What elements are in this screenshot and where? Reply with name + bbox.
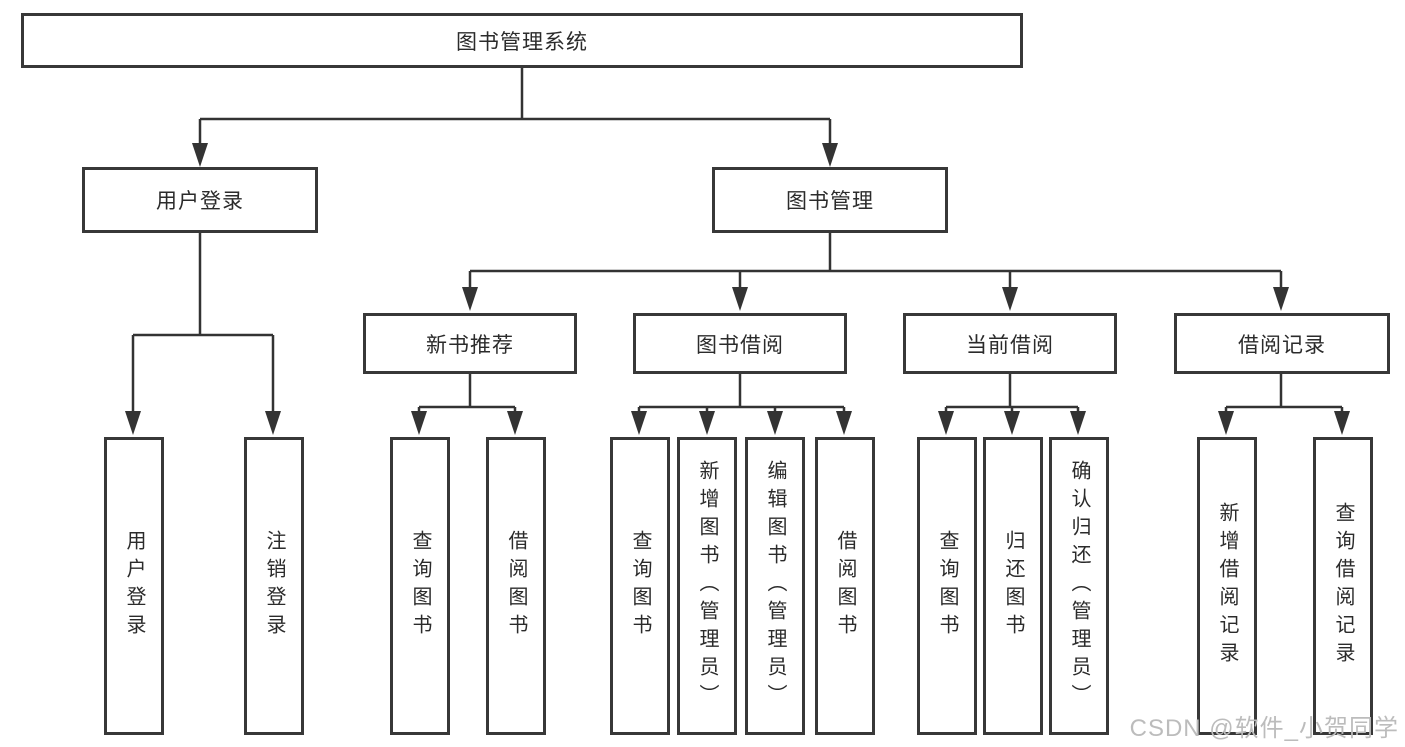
node-current-borrow: 当前借阅 [903, 313, 1117, 374]
leaf-query-books-3-label: 查询图书 [936, 530, 958, 642]
node-user-login: 用户登录 [82, 167, 318, 233]
arrow-icon [507, 411, 523, 435]
leaf-borrow-books-1: 借阅图书 [486, 437, 546, 735]
connector-current-borrow-branch [944, 374, 1080, 413]
node-book-borrow: 图书借阅 [633, 313, 847, 374]
node-new-book-recommend: 新书推荐 [363, 313, 577, 374]
arrow-icon [1334, 411, 1350, 435]
leaf-query-books-1-label: 查询图书 [409, 530, 431, 642]
leaf-confirm-return-admin: 确认归还（管理员） [1049, 437, 1109, 735]
leaf-add-borrow-record: 新增借阅记录 [1197, 437, 1257, 735]
node-borrow-records: 借阅记录 [1174, 313, 1390, 374]
connector-root-to-level2 [198, 68, 832, 145]
connector-user-login-branch [131, 233, 275, 413]
arrow-icon [836, 411, 852, 435]
node-root: 图书管理系统 [21, 13, 1023, 68]
connector-borrow-records-branch [1224, 374, 1344, 413]
leaf-edit-books-admin: 编辑图书（管理员） [745, 437, 805, 735]
node-user-login-label: 用户登录 [156, 190, 244, 213]
arrow-icon [265, 411, 281, 435]
leaf-user-login-label: 用户登录 [123, 530, 145, 642]
arrow-icon [1002, 287, 1018, 311]
leaf-query-books-1: 查询图书 [390, 437, 450, 735]
arrow-icon [767, 411, 783, 435]
leaf-query-borrow-record: 查询借阅记录 [1313, 437, 1373, 735]
arrow-icon [192, 143, 208, 167]
connector-paths [131, 68, 1344, 413]
arrow-icon [938, 411, 954, 435]
node-current-borrow-label: 当前借阅 [966, 333, 1054, 357]
arrow-icon [822, 143, 838, 167]
arrow-icon [631, 411, 647, 435]
connector-book-borrow-branch [637, 374, 846, 413]
leaf-borrow-books-2-label: 借阅图书 [834, 530, 856, 642]
leaf-add-books-admin-label: 新增图书（管理员） [696, 460, 718, 712]
leaf-user-login: 用户登录 [104, 437, 164, 735]
arrow-icon [462, 287, 478, 311]
leaf-logout-label: 注销登录 [263, 530, 285, 642]
arrow-icon [125, 411, 141, 435]
arrow-icon [411, 411, 427, 435]
leaf-query-borrow-record-label: 查询借阅记录 [1332, 502, 1354, 670]
leaf-add-books-admin: 新增图书（管理员） [677, 437, 737, 735]
leaf-confirm-return-admin-label: 确认归还（管理员） [1068, 460, 1090, 712]
leaf-borrow-books-1-label: 借阅图书 [505, 530, 527, 642]
leaf-query-books-2: 查询图书 [610, 437, 670, 735]
leaf-return-books-label: 归还图书 [1002, 530, 1024, 642]
csdn-watermark: CSDN @软件_小贺同学 [1129, 715, 1399, 742]
arrowheads [125, 143, 1350, 435]
connector-book-management-branch [468, 233, 1283, 289]
arrow-icon [1004, 411, 1020, 435]
node-borrow-records-label: 借阅记录 [1238, 333, 1326, 357]
arrow-icon [699, 411, 715, 435]
connector-new-book-branch [417, 374, 517, 413]
leaf-borrow-books-2: 借阅图书 [815, 437, 875, 735]
leaf-return-books: 归还图书 [983, 437, 1043, 735]
node-book-borrow-label: 图书借阅 [696, 333, 784, 357]
leaf-query-books-3: 查询图书 [917, 437, 977, 735]
arrow-icon [1070, 411, 1086, 435]
node-new-book-recommend-label: 新书推荐 [426, 333, 514, 357]
leaf-edit-books-admin-label: 编辑图书（管理员） [764, 460, 786, 712]
arrow-icon [1218, 411, 1234, 435]
leaf-query-books-2-label: 查询图书 [629, 530, 651, 642]
node-root-label: 图书管理系统 [456, 30, 588, 54]
arrow-icon [1273, 287, 1289, 311]
arrow-icon [732, 287, 748, 311]
node-book-management: 图书管理 [712, 167, 948, 233]
node-book-management-label: 图书管理 [786, 190, 874, 213]
leaf-add-borrow-record-label: 新增借阅记录 [1216, 502, 1238, 670]
leaf-logout: 注销登录 [244, 437, 304, 735]
